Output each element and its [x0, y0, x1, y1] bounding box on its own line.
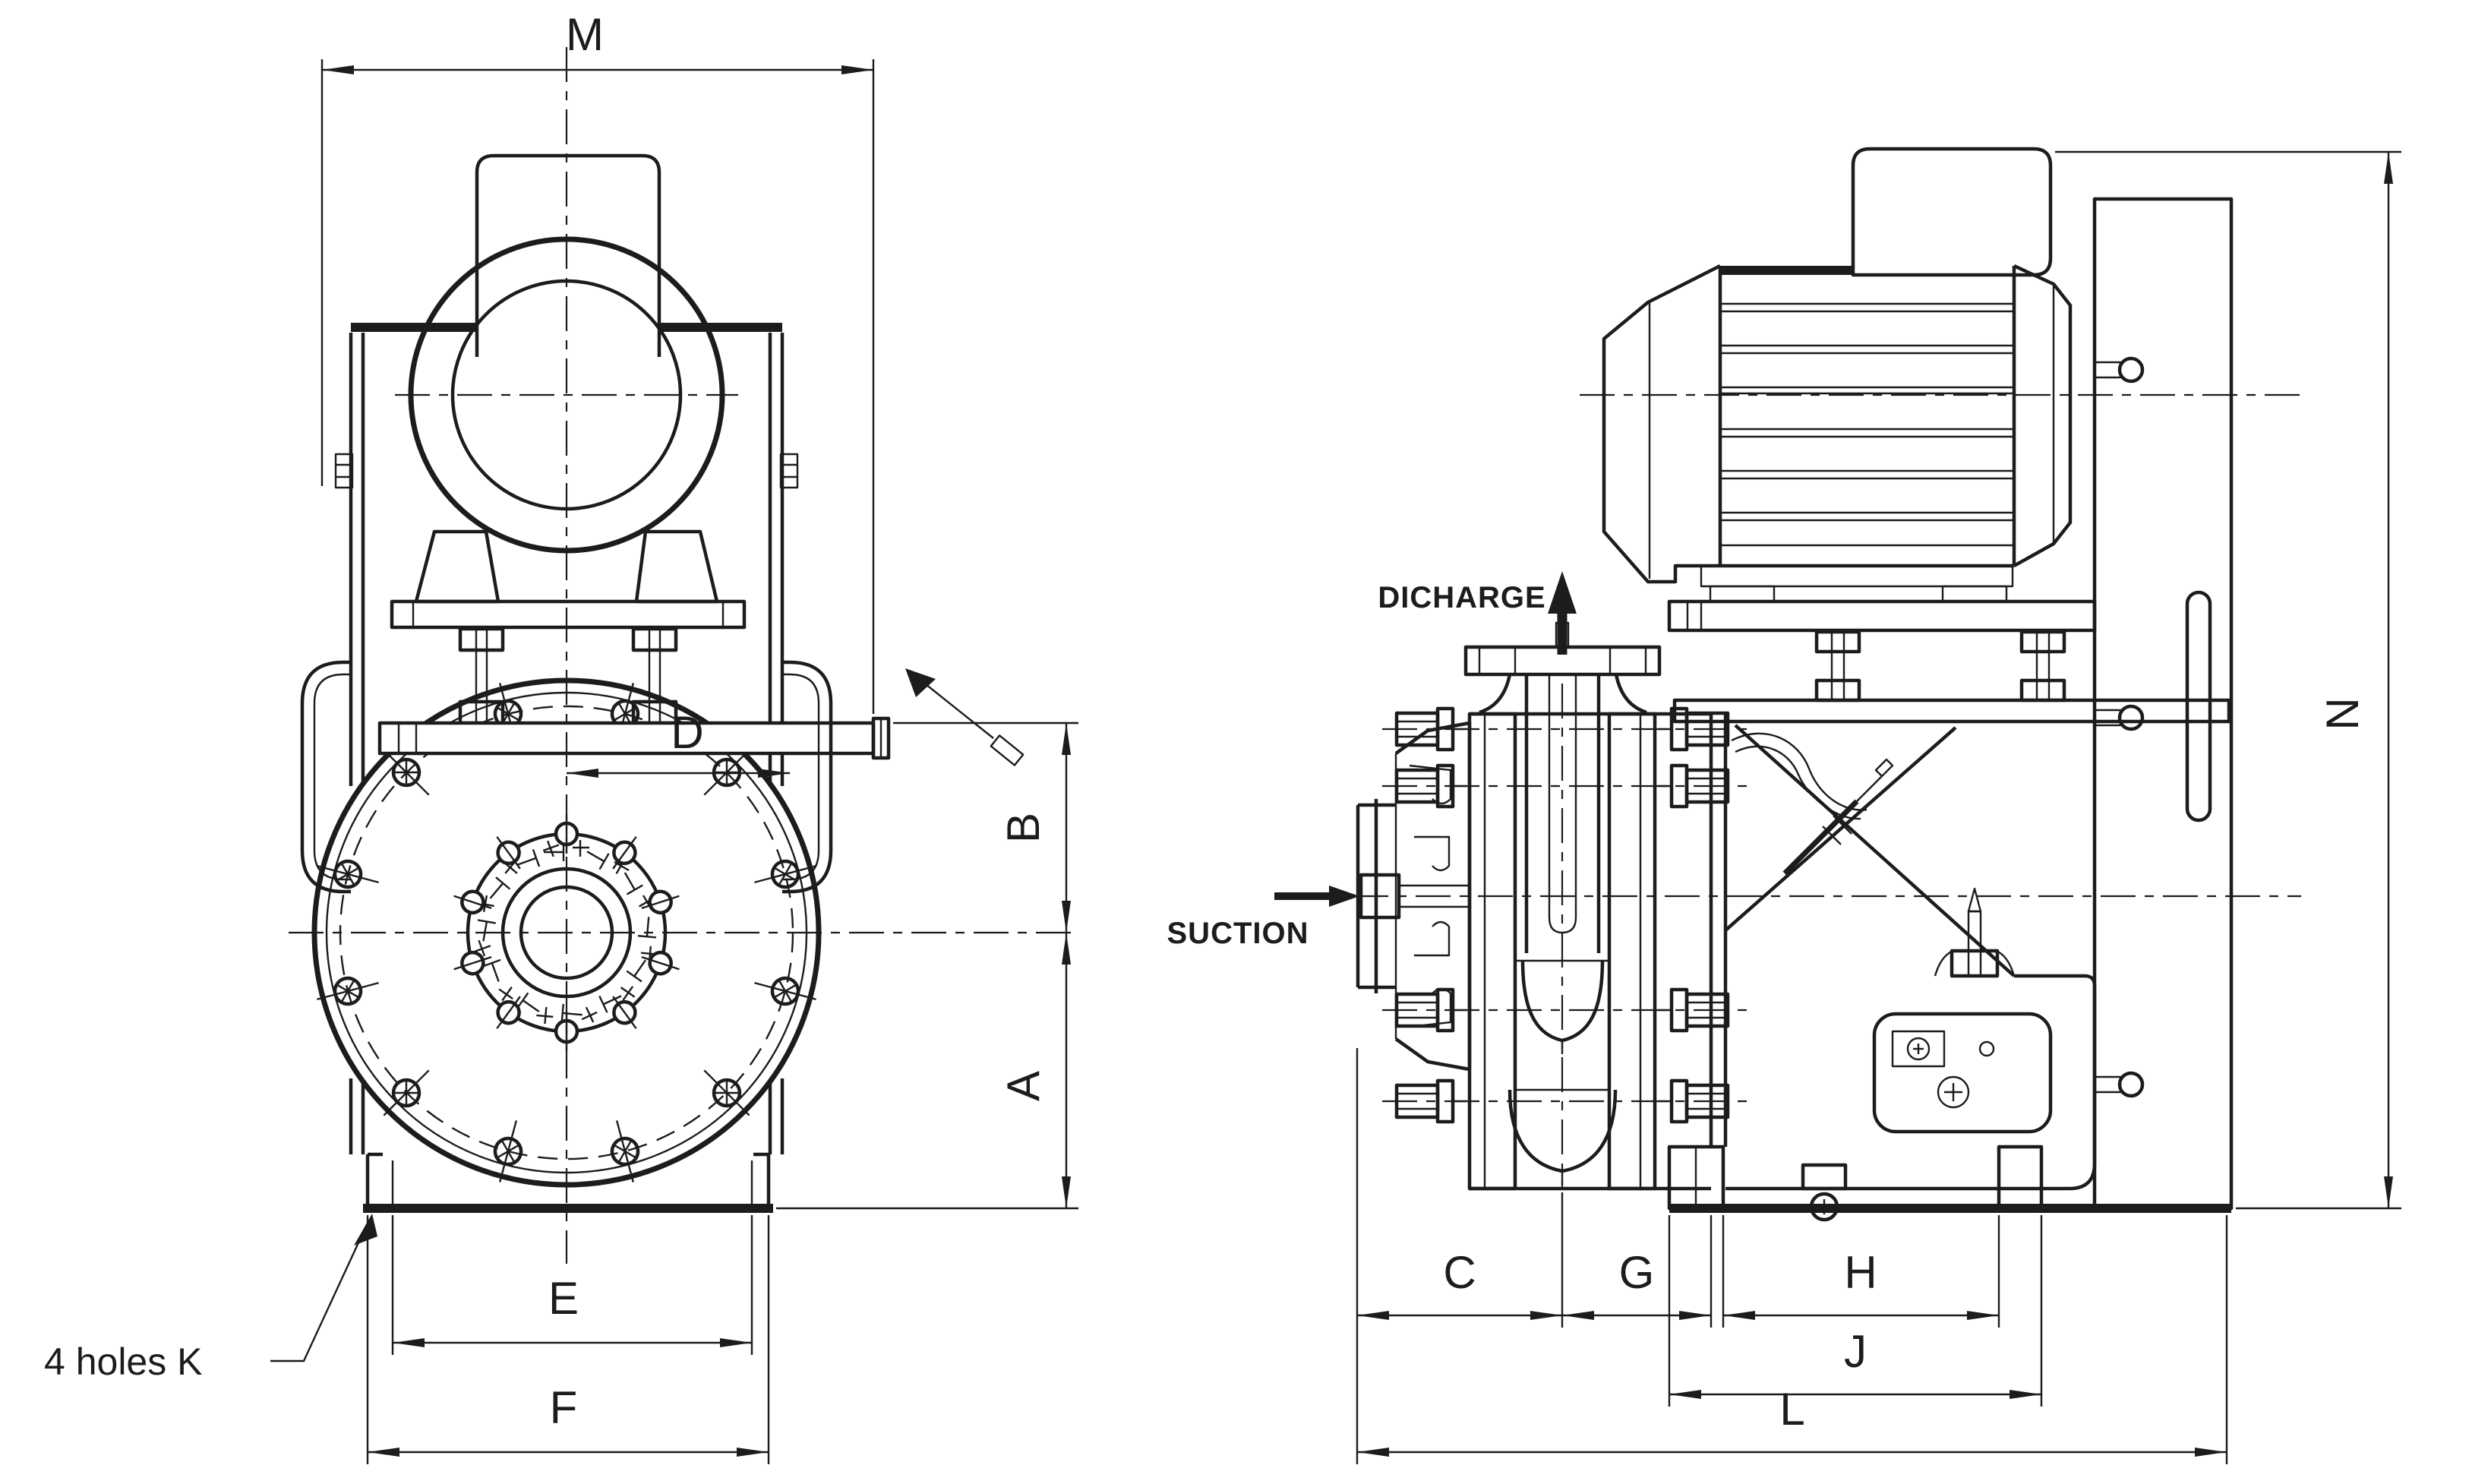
motor-feet-side [1700, 564, 2014, 603]
mounting-studs-side [1814, 629, 2066, 703]
motor-front [390, 236, 747, 630]
dim-label-M: M [566, 9, 604, 60]
casing-stack [1382, 709, 1747, 1191]
leader-arrow-icon [354, 1214, 377, 1246]
rotation-arrow-icon [905, 668, 1024, 766]
terminal-box-front [475, 153, 661, 357]
dim-label-B: B [998, 813, 1049, 843]
pump-bracket-arm [377, 716, 891, 760]
dim-label-C: C [1443, 1247, 1476, 1298]
end-bell [2013, 264, 2073, 567]
dim-J: J [1668, 1215, 2043, 1407]
dim-H: H [1722, 1215, 2000, 1328]
discharge-label: DICHARGE [1378, 581, 1545, 614]
plate-bolt-middle [2093, 704, 2145, 731]
front-view [300, 153, 1024, 1213]
dim-label-F: F [550, 1382, 578, 1433]
fan-cowl [1602, 264, 1722, 584]
side-view: DICHARGE SUCTION [1167, 147, 2234, 1222]
back-plate [2092, 197, 2234, 1211]
side-view-dimensions: N C G H J L [1356, 150, 2401, 1464]
plate-slot [2185, 590, 2212, 823]
dim-E: E [391, 1215, 753, 1355]
centerlines [289, 47, 2301, 1264]
housing-stud [1934, 887, 2016, 978]
plate-bolt-top [2093, 356, 2145, 384]
dim-label-L: L [1779, 1384, 1804, 1435]
dim-G: G [1562, 1215, 1713, 1328]
dim-M: M [320, 9, 875, 714]
motor-frame [334, 323, 799, 1154]
terminal-box-side [1851, 147, 2053, 277]
lube-tube [1731, 732, 1867, 811]
plate-bolt-bottom [2093, 1071, 2145, 1098]
front-view-dimensions: M B A D E F 4 holes K [44, 9, 1078, 1464]
dim-F: F [366, 1215, 770, 1464]
dim-label-N: N [2317, 697, 2368, 730]
motor-support-plate [1667, 599, 2097, 633]
mounting-studs-front [458, 626, 678, 725]
dim-B: B [893, 721, 1078, 933]
holes-note-label: 4 holes K [44, 1340, 202, 1383]
handle-left [300, 660, 351, 894]
dim-L: L [1356, 1215, 2228, 1464]
bearing-housing [1724, 724, 2097, 1222]
motor-fins [1720, 302, 2014, 547]
suction-label: SUCTION [1167, 917, 1309, 950]
holes-note: 4 holes K [44, 1214, 377, 1383]
housing-nameplate [1872, 1012, 2053, 1134]
dim-label-J: J [1844, 1326, 1867, 1377]
dim-C: C [1356, 1048, 1564, 1328]
dim-A: A [776, 933, 1078, 1210]
dim-label-A: A [998, 1071, 1049, 1101]
frame-clip-right [779, 453, 799, 489]
grease-nipple [1782, 758, 1894, 876]
flow-labels: DICHARGE SUCTION [1167, 571, 1577, 950]
dim-label-D: D [671, 707, 703, 758]
side-feet [1667, 1145, 2231, 1213]
dim-label-H: H [1844, 1247, 1877, 1298]
base-front [363, 1152, 773, 1213]
dim-N: N [2055, 150, 2401, 1210]
dim-label-E: E [548, 1273, 579, 1324]
motor-side [1602, 264, 2231, 724]
pump-bracket-plate-side [1672, 698, 2231, 724]
handle-right [782, 660, 833, 894]
dim-D: D [567, 707, 790, 778]
dim-label-G: G [1619, 1247, 1655, 1298]
frame-clip-left [334, 453, 354, 489]
stack-bolts [1382, 709, 1747, 1122]
